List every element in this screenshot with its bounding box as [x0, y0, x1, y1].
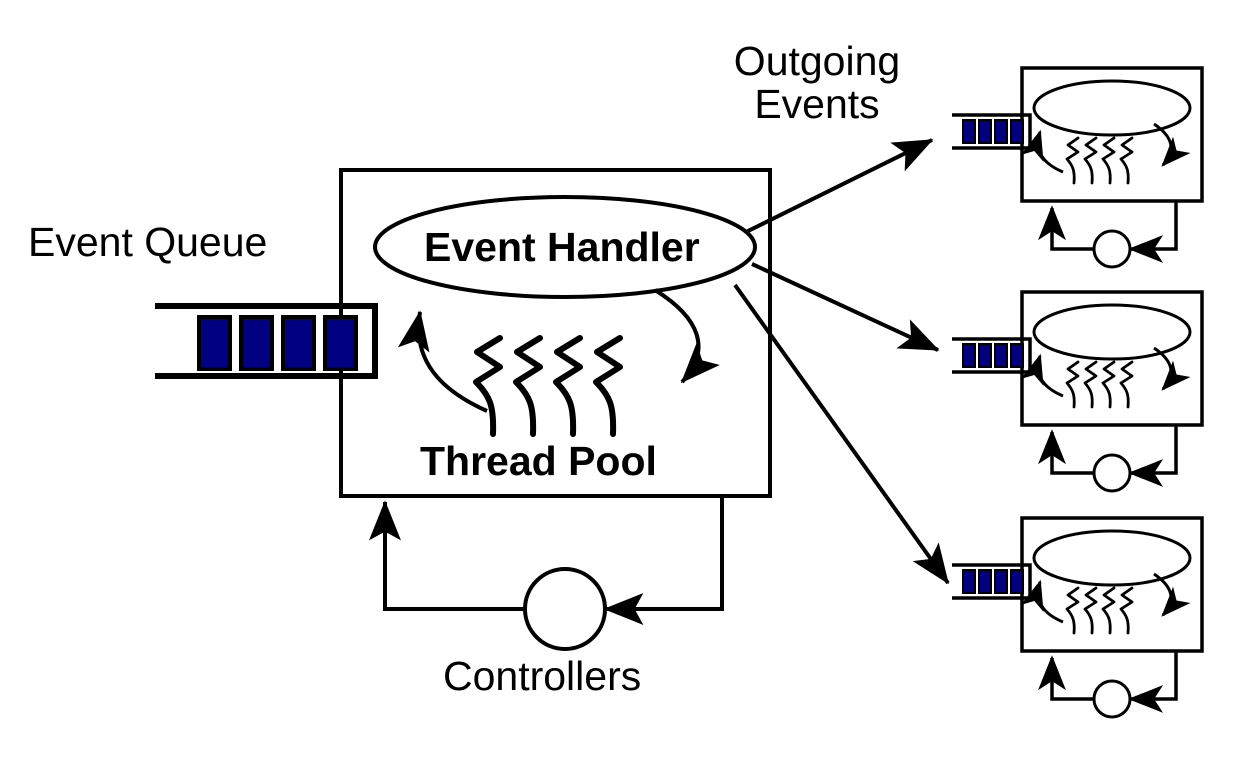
- module-2-dispatch-arrows: [1020, 346, 1191, 398]
- module-2-controller-circle: [1092, 453, 1132, 493]
- handler-dispatch-arrows: [397, 288, 720, 413]
- downstream-module-1: [952, 66, 1204, 269]
- outgoing-event-arrows: [733, 138, 950, 585]
- downstream-module-3: [952, 516, 1204, 719]
- module-1-controller-circle: [1092, 229, 1132, 269]
- controller-circle: [523, 567, 607, 651]
- downstream-module-2: [952, 290, 1204, 493]
- controller-feedback-loop: [369, 496, 724, 651]
- module-2-controller-loop: [1038, 425, 1178, 487]
- module-3-threads: [1065, 586, 1134, 635]
- event-queue: [155, 303, 378, 379]
- thread-pool-threads: [473, 335, 623, 437]
- event-handler-label: Event Handler: [424, 224, 700, 270]
- module-1-controller-loop: [1038, 201, 1178, 263]
- event-handler-ellipse: [373, 195, 757, 299]
- module-1-dispatch-arrows: [1020, 122, 1191, 174]
- controllers-label: Controllers: [443, 653, 642, 699]
- module-3-controller-loop: [1038, 651, 1178, 713]
- event-queue-label: Event Queue: [28, 219, 268, 265]
- module-1-threads: [1065, 136, 1134, 185]
- thread-pool-label: Thread Pool: [420, 438, 657, 484]
- event-queue-blocks: [197, 315, 358, 371]
- outgoing-events-line2: Events: [754, 81, 880, 128]
- module-3-dispatch-arrows: [1020, 572, 1191, 624]
- module-3-controller-circle: [1092, 679, 1132, 719]
- module-3-queue: [952, 563, 1032, 600]
- outgoing-events-line1: Outgoing: [733, 38, 901, 84]
- module-1-queue: [952, 113, 1032, 150]
- module-2-queue: [952, 337, 1032, 374]
- module-2-threads: [1065, 360, 1134, 409]
